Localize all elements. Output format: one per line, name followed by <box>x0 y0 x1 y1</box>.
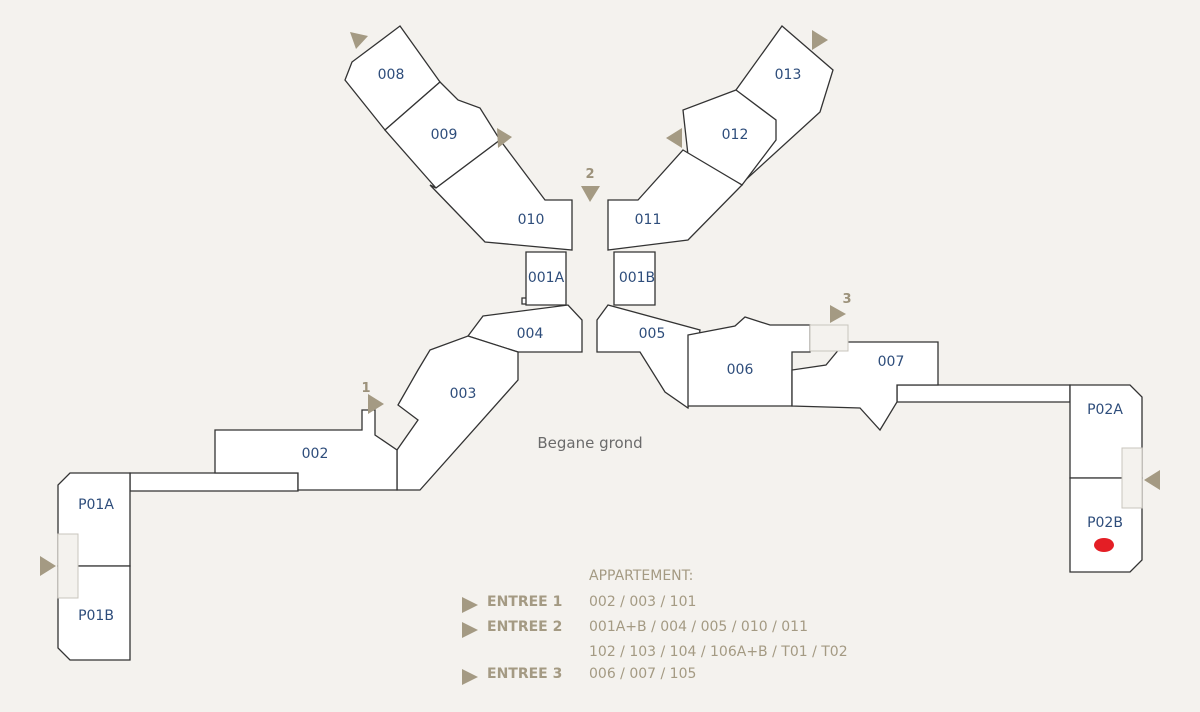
unit-005[interactable] <box>596 304 701 410</box>
entrance-1-number: 1 <box>361 381 370 396</box>
entrance-3-arrow-icon <box>830 305 846 323</box>
entrance-arrow-icon <box>497 128 512 148</box>
legend-apartments: 002 / 003 / 101 <box>589 594 697 610</box>
corridor-west <box>129 472 299 492</box>
entrance-2-number: 2 <box>585 167 594 182</box>
entrance-lobby-west <box>57 533 79 599</box>
entrance-arrow-icon <box>812 30 828 50</box>
entrance-lobby-3 <box>809 324 849 352</box>
entrance-arrow-icon <box>40 556 56 576</box>
entrance-arrow-icon <box>350 32 368 49</box>
unit-010[interactable] <box>429 139 573 251</box>
location-marker <box>1094 538 1114 552</box>
legend-title: APPARTEMENT: <box>589 568 694 584</box>
floor-name: Begane grond <box>537 434 642 452</box>
legend-entrance-name: ENTREE 1 <box>487 594 563 610</box>
entrance-arrow-icon <box>462 597 478 613</box>
unit-001A[interactable] <box>525 251 567 306</box>
legend-entrance-name: ENTREE 3 <box>487 666 563 682</box>
unit-003[interactable] <box>396 335 519 491</box>
entrance-1-arrow-icon <box>368 394 384 414</box>
entrance-3-number: 3 <box>842 292 851 307</box>
entrance-lobby-east <box>1121 447 1143 509</box>
entrance-arrow-icon <box>462 669 478 685</box>
unit-008[interactable] <box>344 25 441 131</box>
legend-entrance-name: ENTREE 2 <box>487 619 563 635</box>
unit-011[interactable] <box>607 149 744 251</box>
unit-002[interactable] <box>214 409 398 491</box>
entrance-arrow-icon <box>1144 470 1160 490</box>
legend-apartments-continued: 102 / 103 / 104 / 106A+B / T01 / T02 <box>589 644 848 660</box>
unit-001B[interactable] <box>613 251 656 306</box>
entrance-2-arrow-icon <box>581 186 600 202</box>
entrance-arrow-icon <box>666 128 682 148</box>
unit-007[interactable] <box>791 341 939 432</box>
legend-apartments: 006 / 007 / 105 <box>589 666 697 682</box>
corridor-east <box>896 384 1071 403</box>
legend-apartments: 001A+B / 004 / 005 / 010 / 011 <box>589 619 808 635</box>
entrance-arrow-icon <box>462 622 478 638</box>
